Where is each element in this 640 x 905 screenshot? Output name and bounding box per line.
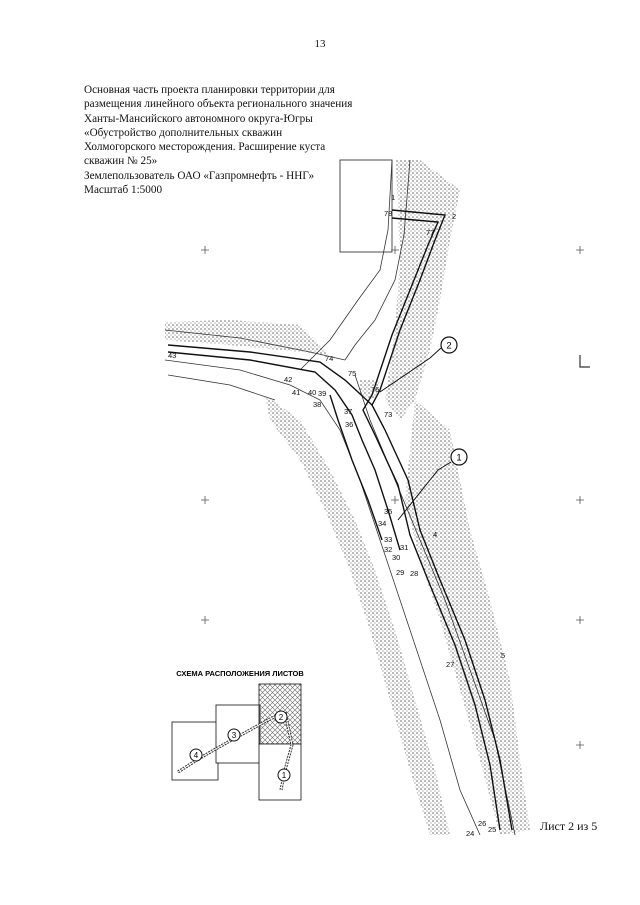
road-edges bbox=[164, 159, 516, 836]
point-label: 30 bbox=[392, 553, 400, 562]
point-label: 4 bbox=[433, 530, 437, 539]
point-label: 5 bbox=[501, 651, 505, 660]
point-label: 31 bbox=[400, 543, 408, 552]
landowner-line: Землепользователь ОАО «Газпромнефть - НН… bbox=[84, 169, 315, 182]
point-label: 40 bbox=[308, 388, 316, 397]
point-label: 76 bbox=[371, 385, 379, 394]
header-line-4: «Обустройство дополнительных скважин bbox=[84, 126, 283, 139]
scheme-sheet-label: 1 bbox=[282, 771, 287, 780]
edge-mark bbox=[579, 355, 590, 368]
point-label: 39 bbox=[318, 389, 326, 398]
document-header: Основная часть проекта планировки террит… bbox=[84, 83, 384, 197]
point-label: 43 bbox=[168, 351, 176, 360]
scheme-sheet-label: 4 bbox=[194, 751, 199, 760]
point-label: 42 bbox=[284, 375, 292, 384]
header-line-5: Холмогорского месторождения. Расширение … bbox=[84, 141, 326, 154]
header-line-2: размещения линейного объекта регионально… bbox=[84, 98, 353, 111]
header-line-1: Основная часть проекта планировки террит… bbox=[84, 84, 335, 96]
callout-label: 1 bbox=[456, 453, 461, 464]
scale-line: Масштаб 1:5000 bbox=[84, 184, 163, 197]
point-label: 37 bbox=[344, 407, 352, 416]
point-label: 29 bbox=[396, 568, 404, 577]
callout-1: 1 bbox=[397, 448, 468, 521]
point-label: 27 bbox=[446, 660, 454, 669]
sheet-counter: Лист 2 из 5 bbox=[540, 819, 598, 833]
page-number: 13 bbox=[314, 38, 326, 50]
point-label: 73 bbox=[384, 410, 392, 419]
callout-label: 2 bbox=[446, 341, 451, 352]
point-label: 41 bbox=[292, 388, 300, 397]
point-label: 78 bbox=[384, 209, 392, 218]
point-labels: 1 78 2 77 74 75 76 73 42 41 40 39 38 37 … bbox=[168, 193, 505, 838]
scheme-sheet-label: 3 bbox=[232, 731, 237, 740]
sheet-layout-scheme: СХЕМА РАСПОЛОЖЕНИЯ ЛИСТОВ 4 3 2 1 bbox=[171, 669, 304, 801]
point-label: 28 bbox=[410, 569, 418, 578]
point-label: 38 bbox=[313, 400, 321, 409]
pipeline-corridor-main bbox=[362, 209, 513, 831]
callout-2: 2 bbox=[379, 336, 458, 393]
point-label: 2 bbox=[452, 212, 456, 221]
point-label: 74 bbox=[325, 354, 333, 363]
scheme-title: СХЕМА РАСПОЛОЖЕНИЯ ЛИСТОВ bbox=[176, 669, 304, 678]
point-label: 75 bbox=[348, 369, 356, 378]
pipeline-corridor-west bbox=[167, 344, 401, 551]
point-label: 26 bbox=[478, 819, 486, 828]
scheme-sheet-label: 2 bbox=[279, 713, 284, 722]
point-label: 34 bbox=[378, 519, 386, 528]
header-line-3: Ханты-Мансийского автономного округа-Югр… bbox=[84, 112, 313, 125]
point-label: 32 bbox=[384, 545, 392, 554]
point-label: 77 bbox=[426, 228, 434, 237]
point-label: 35 bbox=[384, 507, 392, 516]
point-label: 24 bbox=[466, 829, 474, 838]
point-label: 33 bbox=[384, 535, 392, 544]
point-label: 25 bbox=[488, 825, 496, 834]
header-line-6: скважин № 25» bbox=[84, 155, 158, 168]
point-label: 36 bbox=[345, 420, 353, 429]
point-label: 1 bbox=[391, 193, 395, 202]
building-outline bbox=[339, 159, 393, 253]
grid-cross-marks bbox=[201, 246, 584, 749]
